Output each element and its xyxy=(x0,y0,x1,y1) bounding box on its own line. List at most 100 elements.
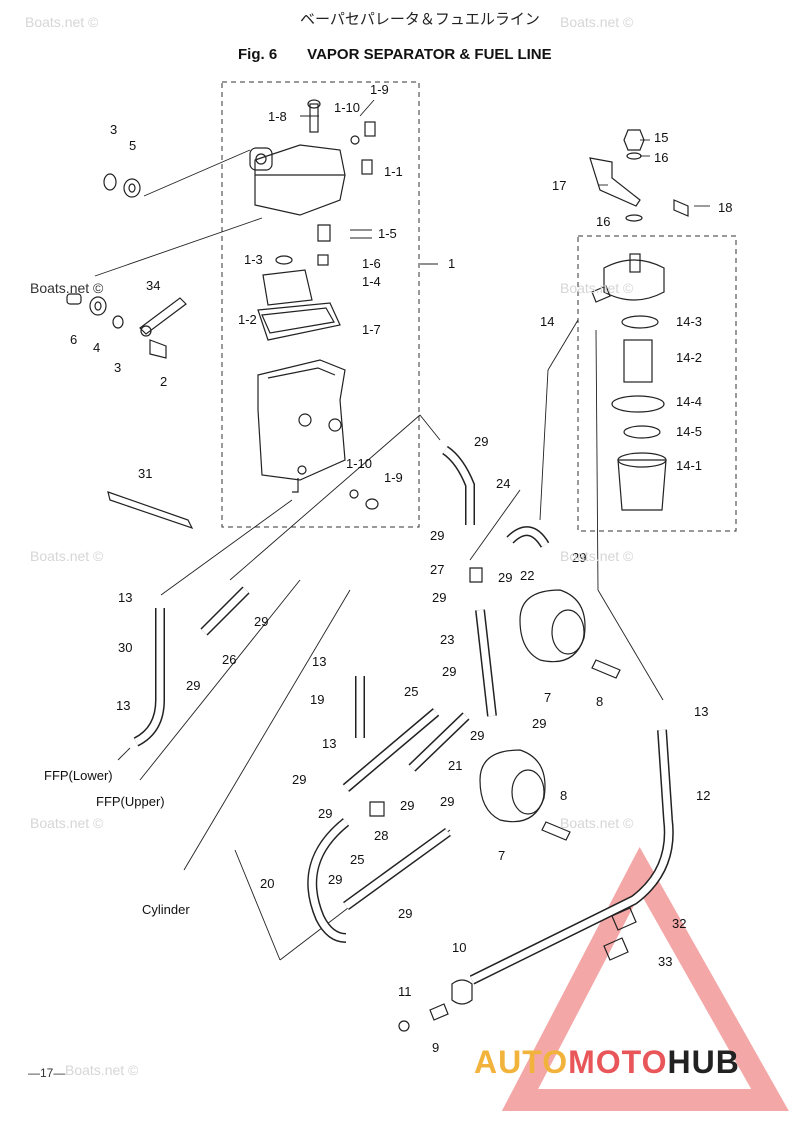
callout-16-bottom: 16 xyxy=(596,214,610,229)
watermark-4: Boats.net © xyxy=(560,280,634,296)
leader-lines xyxy=(94,99,710,961)
callout-16-top: 16 xyxy=(654,150,668,165)
callout-27: 27 xyxy=(430,562,444,577)
callout-29-j: 29 xyxy=(532,716,546,731)
callout-1-8: 1-8 xyxy=(268,109,287,124)
callout-1-1: 1-1 xyxy=(384,164,403,179)
watermark-5: Boats.net © xyxy=(30,548,104,564)
callout-13-b: 13 xyxy=(312,654,326,669)
callout-29-a: 29 xyxy=(474,434,488,449)
brand-part-2: MOTO xyxy=(568,1044,668,1080)
callout-29-c: 29 xyxy=(572,550,586,565)
callout-1-6: 1-6 xyxy=(362,256,381,271)
callout-14-3: 14-3 xyxy=(676,314,702,329)
callout-3-bottom: 3 xyxy=(114,360,121,375)
brand-triangle-logo xyxy=(501,846,789,1111)
label-ffp-upper: FFP(Upper) xyxy=(96,794,165,809)
callout-25-lower: 25 xyxy=(350,852,364,867)
vapor-separator-assembly xyxy=(249,99,379,510)
callout-20: 20 xyxy=(260,876,274,891)
callout-30: 30 xyxy=(118,640,132,655)
brand-part-3: HUB xyxy=(667,1044,740,1080)
callout-26: 26 xyxy=(222,652,236,667)
callout-14-1: 14-1 xyxy=(676,458,702,473)
callout-1-9-top: 1-9 xyxy=(370,82,389,97)
callout-14-4: 14-4 xyxy=(676,394,702,409)
callout-10: 10 xyxy=(452,940,466,955)
page-number: —17— xyxy=(28,1066,66,1080)
callout-22: 22 xyxy=(520,568,534,583)
watermark-3: Boats.net © xyxy=(30,280,104,296)
callout-7-lower: 7 xyxy=(498,848,505,863)
callout-14: 14 xyxy=(540,314,554,329)
callout-34: 34 xyxy=(146,278,160,293)
callout-5: 5 xyxy=(129,138,136,153)
watermark-6: Boats.net © xyxy=(560,548,634,564)
label-ffp-lower: FFP(Lower) xyxy=(44,768,113,783)
figure-number: Fig. 6 xyxy=(238,46,278,63)
callout-4: 4 xyxy=(93,340,100,355)
watermark-1: Boats.net © xyxy=(25,14,99,30)
callout-1-2: 1-2 xyxy=(238,312,257,327)
callout-29-o: 29 xyxy=(328,872,342,887)
callout-1-9-bottom: 1-9 xyxy=(384,470,403,485)
callout-17: 17 xyxy=(552,178,566,193)
callout-32: 32 xyxy=(672,916,686,931)
callout-14-2: 14-2 xyxy=(676,350,702,365)
watermark-8: Boats.net © xyxy=(560,815,634,831)
callout-19: 19 xyxy=(310,692,324,707)
callout-18: 18 xyxy=(718,200,732,215)
hoses-and-pumps xyxy=(133,445,674,1032)
callout-29-h: 29 xyxy=(442,664,456,679)
callout-29-e: 29 xyxy=(432,590,446,605)
callout-29-p: 29 xyxy=(398,906,412,921)
callout-13-e: 13 xyxy=(694,704,708,719)
callout-13-a: 13 xyxy=(118,590,132,605)
callout-6: 6 xyxy=(70,332,77,347)
figure-title-text: VAPOR SEPARATOR & FUEL LINE xyxy=(307,46,552,63)
callout-8-upper: 8 xyxy=(596,694,603,709)
small-parts-left xyxy=(66,173,194,530)
figure-title: Fig. 6 VAPOR SEPARATOR & FUEL LINE xyxy=(238,46,552,63)
callout-14-5: 14-5 xyxy=(676,424,702,439)
watermark-2: Boats.net © xyxy=(560,14,634,30)
callout-29-k: 29 xyxy=(292,772,306,787)
callout-1-5: 1-5 xyxy=(378,226,397,241)
callout-9: 9 xyxy=(432,1040,439,1055)
callout-29-g: 29 xyxy=(186,678,200,693)
callout-29-b: 29 xyxy=(430,528,444,543)
part-callouts: 1 1-1 1-2 1-3 1-4 1-5 1-6 1-7 1-8 1-9 1-… xyxy=(44,82,732,1055)
callout-29-n: 29 xyxy=(440,794,454,809)
callout-2: 2 xyxy=(160,374,167,389)
label-cylinder: Cylinder xyxy=(142,902,190,917)
watermark-7: Boats.net © xyxy=(30,815,104,831)
title-japanese: ベーパセパレータ＆フュエルライン xyxy=(300,10,540,28)
callout-29-l: 29 xyxy=(400,798,414,813)
callout-28: 28 xyxy=(374,828,388,843)
callout-1-4: 1-4 xyxy=(362,274,381,289)
callout-1-10-bottom: 1-10 xyxy=(346,456,372,471)
brand-wordmark: AUTOMOTOHUB xyxy=(474,1044,740,1081)
callout-33: 33 xyxy=(658,954,672,969)
callout-8-lower: 8 xyxy=(560,788,567,803)
callout-1-10-top: 1-10 xyxy=(334,100,360,115)
dashed-boundaries xyxy=(221,81,737,532)
callout-29-f: 29 xyxy=(254,614,268,629)
fuel-filter-assembly xyxy=(589,129,689,511)
brand-part-1: AUTO xyxy=(474,1044,569,1080)
callout-29-d: 29 xyxy=(498,570,512,585)
callout-7-upper: 7 xyxy=(544,690,551,705)
callout-13-c: 13 xyxy=(116,698,130,713)
callout-21: 21 xyxy=(448,758,462,773)
callout-1: 1 xyxy=(448,256,455,271)
callout-29-i: 29 xyxy=(470,728,484,743)
callout-13-d: 13 xyxy=(322,736,336,751)
callout-1-3: 1-3 xyxy=(244,252,263,267)
callout-1-7: 1-7 xyxy=(362,322,381,337)
callout-24: 24 xyxy=(496,476,510,491)
callout-29-m: 29 xyxy=(318,806,332,821)
callout-23: 23 xyxy=(440,632,454,647)
callout-25-upper: 25 xyxy=(404,684,418,699)
callout-11: 11 xyxy=(398,984,412,999)
